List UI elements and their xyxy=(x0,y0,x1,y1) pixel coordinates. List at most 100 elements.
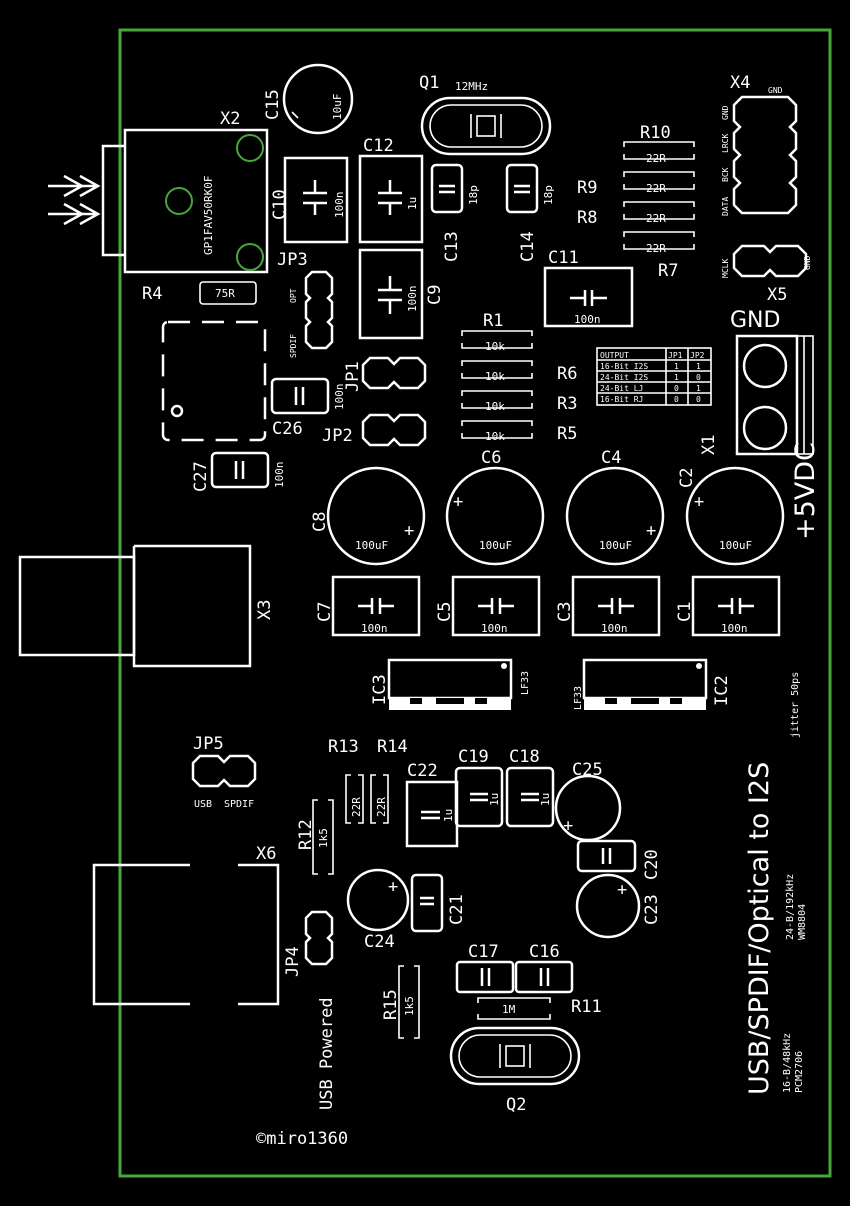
capacitor-c25: C25 + xyxy=(554,760,622,842)
r11-label: R11 xyxy=(571,997,602,1017)
c9-value: 100n xyxy=(406,286,419,313)
c10-value: 100n xyxy=(333,192,346,219)
c22-label: C22 xyxy=(407,761,438,781)
svg-text:+: + xyxy=(388,877,398,897)
capacitor-c8: C8 100uF + xyxy=(310,466,426,566)
c17-label: C17 xyxy=(468,942,499,962)
svg-text:1: 1 xyxy=(696,362,701,371)
x6-label: X6 xyxy=(256,844,276,864)
c8-label: C8 xyxy=(310,512,330,532)
resistor-r4: R4 75R xyxy=(142,281,257,305)
c10-label: C10 xyxy=(270,189,290,220)
capacitor-c23: + C23 xyxy=(575,873,662,939)
svg-text:+: + xyxy=(563,816,573,836)
capacitor-c9: 100n C9 xyxy=(358,248,445,340)
jumper-jp2: JP2 xyxy=(322,413,427,447)
jp5-label: JP5 xyxy=(193,734,224,754)
c8-value: 100uF xyxy=(355,539,388,552)
r12-label: R12 xyxy=(296,819,316,850)
c18-label: C18 xyxy=(509,747,540,767)
jp1-label: JP1 xyxy=(343,361,363,392)
r13-value: 22R xyxy=(350,797,363,817)
plus5vdc-label: +5VDC xyxy=(790,442,821,540)
light-arrow-icon xyxy=(48,174,101,226)
r11-value: 1M xyxy=(502,1003,516,1016)
resistor-r15: R15 1k5 xyxy=(381,965,420,1039)
capacitor-c26: 100n C26 xyxy=(270,377,346,439)
c3-value: 100n xyxy=(601,622,628,635)
c19-value: 1u xyxy=(488,793,501,806)
q1-label: Q1 xyxy=(419,73,439,93)
ic2-label: IC2 xyxy=(712,675,732,706)
jp4-label: JP4 xyxy=(283,946,303,977)
jp5-usb: USB xyxy=(194,799,212,810)
q1-frequency: 12MHz xyxy=(455,80,488,93)
gnd-label: GND xyxy=(730,308,780,333)
jp2-label: JP2 xyxy=(322,426,353,446)
c2-label: C2 xyxy=(677,468,697,488)
r5-value: 10k xyxy=(485,430,505,443)
r15-value: 1k5 xyxy=(403,996,416,1016)
r3-label: R3 xyxy=(557,394,577,414)
c6-label: C6 xyxy=(481,448,501,468)
x5-label: X5 xyxy=(767,285,787,305)
svg-text:0: 0 xyxy=(674,395,679,404)
c4-value: 100uF xyxy=(599,539,632,552)
c25-label: C25 xyxy=(572,760,603,780)
capacitor-c7: C7 100n xyxy=(315,575,421,637)
c26-label: C26 xyxy=(272,419,303,439)
c11-value: 100n xyxy=(574,313,601,326)
r13-label: R13 xyxy=(328,737,359,757)
output-config-table: OUTPUT JP1 JP2 16-Bit I2S 1 1 24-Bit I2S… xyxy=(596,347,712,406)
r9-label: R9 xyxy=(577,178,597,198)
ic2-part: LF33 xyxy=(573,686,584,710)
table-row: 24-Bit I2S xyxy=(600,373,648,382)
r6-value: 10k xyxy=(485,370,505,383)
c14-label: C14 xyxy=(518,231,538,262)
table-header-output: OUTPUT xyxy=(600,351,629,360)
c5-label: C5 xyxy=(435,602,455,622)
capacitor-c11: C11 100n xyxy=(543,248,634,328)
crystal-q2: Q2 xyxy=(449,1026,581,1115)
svg-text:+: + xyxy=(617,880,627,900)
capacitor-c14: 18p C14 xyxy=(505,163,555,262)
x4-pin-bck: BCK xyxy=(721,167,730,182)
c27-value: 100n xyxy=(273,462,286,489)
connector-x3: X3 xyxy=(18,544,275,668)
c23-label: C23 xyxy=(642,894,662,925)
c7-value: 100n xyxy=(361,622,388,635)
svg-text:+: + xyxy=(694,492,704,512)
c12-value: 1u xyxy=(406,197,419,210)
r6-label: R6 xyxy=(557,364,577,384)
r14-label: R14 xyxy=(377,737,408,757)
r5-label: R5 xyxy=(557,424,577,444)
x3-label: X3 xyxy=(255,600,275,620)
svg-text:1: 1 xyxy=(696,384,701,393)
capacitor-c15: C15 10uF xyxy=(263,63,354,135)
r4-label: R4 xyxy=(142,284,162,304)
terminal-x1: X1 +5VDC xyxy=(699,334,821,540)
board-title: USB/SPDIF/Optical to I2S xyxy=(744,762,775,1095)
svg-text:+: + xyxy=(404,521,414,541)
c9-label: C9 xyxy=(425,285,445,305)
chip-pcm2706: PCM2706 xyxy=(794,1051,805,1093)
resistors-r12-r14: R13 R14 22R 22R R12 1k5 xyxy=(296,737,408,875)
table-row: 16-Bit I2S xyxy=(600,362,648,371)
svg-text:1: 1 xyxy=(674,373,679,382)
r8-value: 22R xyxy=(646,212,666,225)
c12-label: C12 xyxy=(363,136,394,156)
c21-label: C21 xyxy=(447,894,467,925)
capacitor-c5: C5 100n xyxy=(435,575,541,637)
chip-wm8804: WM8804 xyxy=(797,904,808,940)
spec-16bit: 16-B/48kHz xyxy=(782,1033,793,1093)
x4-gnd-label: GND xyxy=(768,86,783,95)
regulator-ic2: LF33 IC2 xyxy=(573,658,732,710)
crystal-q1: Q1 12MHz xyxy=(419,73,552,156)
capacitor-c24: + C24 xyxy=(346,868,410,952)
ic3-label: IC3 xyxy=(370,674,390,705)
r9-value: 22R xyxy=(646,182,666,195)
c15-label: C15 xyxy=(263,89,283,120)
c27-label: C27 xyxy=(191,461,211,492)
c1-label: C1 xyxy=(675,602,695,622)
capacitor-c18: C18 1u xyxy=(505,747,555,828)
